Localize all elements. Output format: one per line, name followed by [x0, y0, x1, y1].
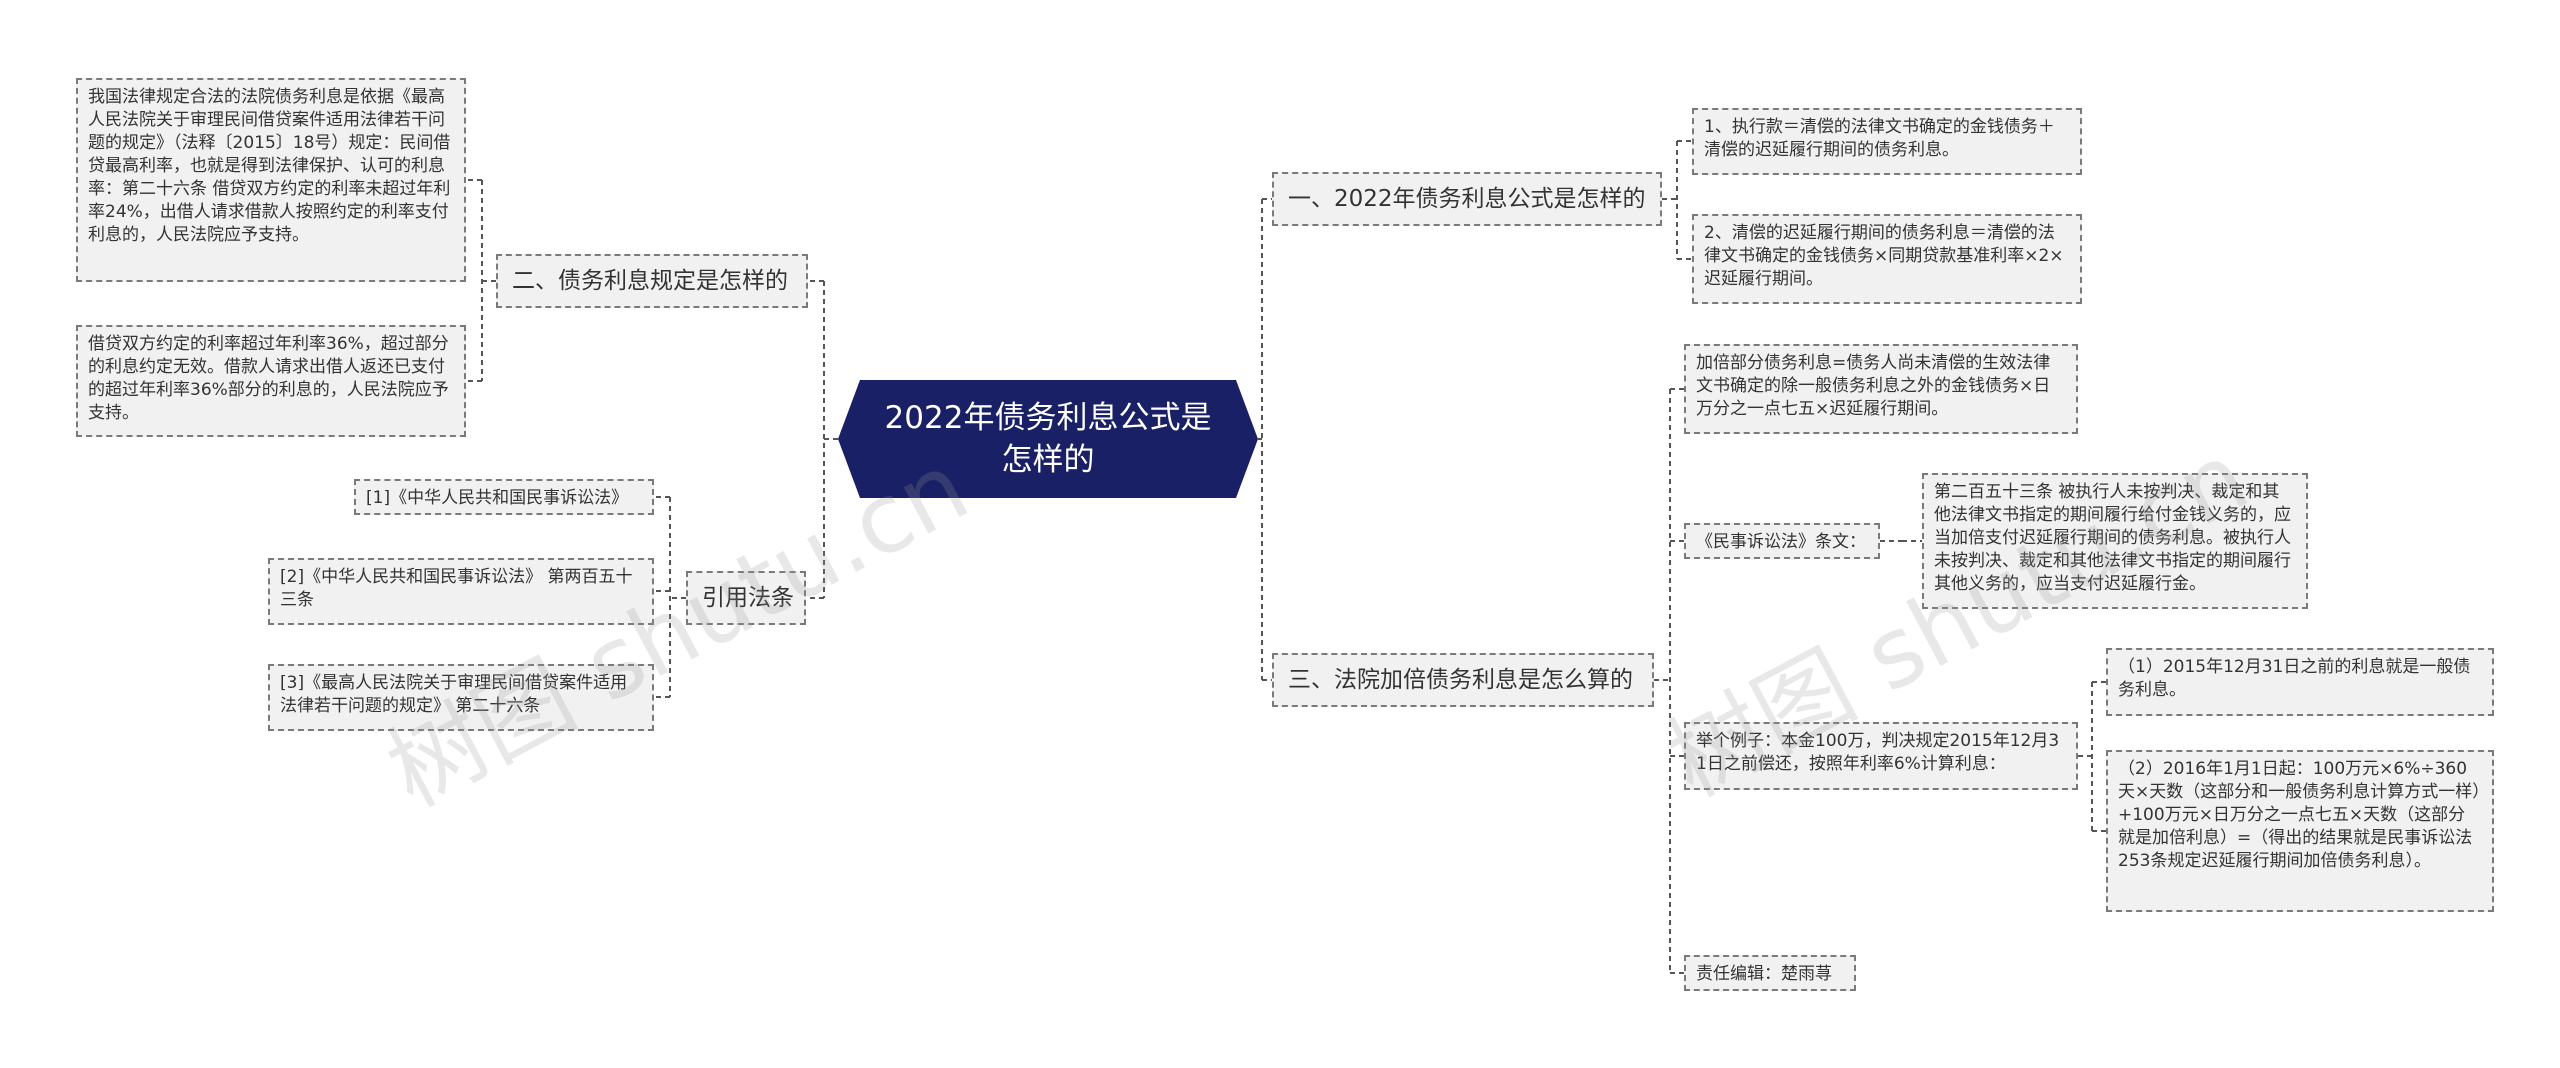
- cited-law-3[interactable]: [3]《最高人民法院关于审理民间借贷案件适用法律若干问题的规定》 第二十六条: [268, 664, 654, 731]
- double-interest-formula[interactable]: 加倍部分债务利息=债务人尚未清偿的生效法律文书确定的除一般债务利息之外的金钱债务…: [1684, 344, 2078, 434]
- regulation-item-2[interactable]: 借贷双方约定的利率超过年利率36%，超过部分的利息约定无效。借款人请求出借人返还…: [76, 325, 466, 437]
- branch-cited-laws[interactable]: 引用法条: [686, 571, 806, 625]
- example-intro[interactable]: 举个例子：本金100万，判决规定2015年12月31日之前偿还，按照年利率6%计…: [1684, 722, 2078, 790]
- cited-law-1[interactable]: [1]《中华人民共和国民事诉讼法》: [354, 479, 654, 515]
- cited-law-2[interactable]: [2]《中华人民共和国民事诉讼法》 第两百五十三条: [268, 558, 654, 625]
- example-step-1[interactable]: （1）2015年12月31日之前的利息就是一般债务利息。: [2106, 648, 2494, 716]
- root-node[interactable]: 2022年债务利息公式是怎样的: [838, 380, 1258, 498]
- branch-formula[interactable]: 一、2022年债务利息公式是怎样的: [1272, 172, 1662, 226]
- branch-court-double-interest[interactable]: 三、法院加倍债务利息是怎么算的: [1272, 653, 1654, 707]
- branch-regulation[interactable]: 二、债务利息规定是怎样的: [496, 254, 808, 308]
- regulation-item-1[interactable]: 我国法律规定合法的法院债务利息是依据《最高人民法院关于审理民间借贷案件适用法律若…: [76, 78, 466, 282]
- branch-court-double-interest-label: 三、法院加倍债务利息是怎么算的: [1288, 666, 1633, 693]
- civil-procedure-law-article[interactable]: 《民事诉讼法》条文：: [1684, 523, 1880, 559]
- formula-item-1[interactable]: 1、执行款＝清偿的法律文书确定的金钱债务＋清偿的迟延履行期间的债务利息。: [1692, 108, 2082, 175]
- formula-item-2[interactable]: 2、清偿的迟延履行期间的债务利息＝清偿的法律文书确定的金钱债务×同期贷款基准利率…: [1692, 214, 2082, 304]
- branch-regulation-label: 二、债务利息规定是怎样的: [512, 267, 788, 294]
- branch-formula-label: 一、2022年债务利息公式是怎样的: [1288, 185, 1646, 212]
- example-step-2[interactable]: （2）2016年1月1日起：100万元×6%÷360天×天数（这部分和一般债务利…: [2106, 750, 2494, 912]
- root-shape: [838, 380, 1258, 498]
- branch-cited-laws-label: 引用法条: [702, 584, 794, 611]
- responsible-editor[interactable]: 责任编辑：楚雨荨: [1684, 955, 1856, 991]
- root-title: 2022年债务利息公式是怎样的: [884, 400, 1212, 478]
- article-253-text[interactable]: 第二百五十三条 被执行人未按判决、裁定和其他法律文书指定的期间履行给付金钱义务的…: [1922, 473, 2308, 609]
